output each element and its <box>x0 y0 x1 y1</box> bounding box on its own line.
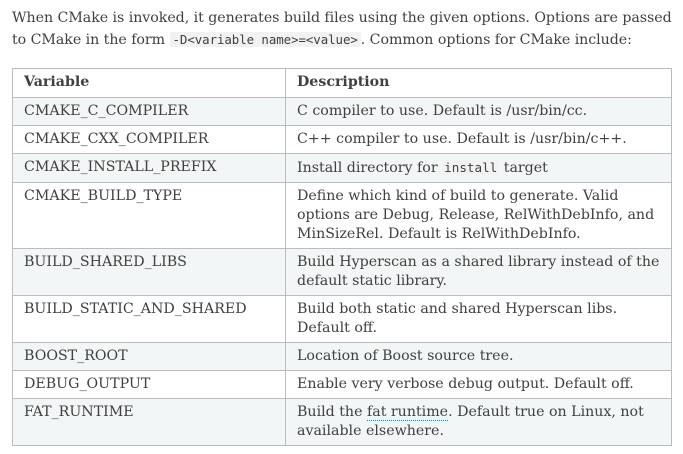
table-row: CMAKE_CXX_COMPILER C++ compiler to use. … <box>12 125 672 154</box>
row-variable: DEBUG_OUTPUT <box>12 370 286 399</box>
header-variable: Variable <box>12 68 286 98</box>
row-variable: BOOST_ROOT <box>12 342 286 371</box>
row-variable: CMAKE_C_COMPILER <box>12 97 286 126</box>
install-target-code: install <box>442 160 500 175</box>
row-variable: CMAKE_CXX_COMPILER <box>12 125 286 154</box>
table-row: FAT_RUNTIME Build the fat runtime. Defau… <box>12 398 672 446</box>
row-description-text-end: target <box>499 160 548 176</box>
row-description: Build Hyperscan as a shared library inst… <box>285 248 672 296</box>
row-description: Define which kind of build to generate. … <box>285 182 672 249</box>
row-variable: CMAKE_BUILD_TYPE <box>12 182 286 249</box>
row-variable: CMAKE_INSTALL_PREFIX <box>12 153 286 183</box>
table-row: BUILD_SHARED_LIBS Build Hyperscan as a s… <box>12 248 672 296</box>
row-variable: FAT_RUNTIME <box>12 398 286 446</box>
intro-text-end: . Common options for CMake include: <box>360 32 632 48</box>
row-description-text: Install directory for <box>297 160 443 176</box>
row-description: Install directory for install target <box>285 153 672 183</box>
row-description: Build the fat runtime. Default true on L… <box>285 398 672 446</box>
table-row: CMAKE_INSTALL_PREFIX Install directory f… <box>12 153 672 183</box>
cmake-options-table: Variable Description CMAKE_C_COMPILER C … <box>12 68 672 446</box>
intro-text-start: When CMake is invoked, it generates buil… <box>12 10 672 48</box>
table-row: BUILD_STATIC_AND_SHARED Build both stati… <box>12 295 672 343</box>
table-row: CMAKE_BUILD_TYPE Define which kind of bu… <box>12 182 672 249</box>
row-description-text: Build the <box>297 404 367 420</box>
table-header-row: Variable Description <box>12 68 672 98</box>
row-description: Enable very verbose debug output. Defaul… <box>285 370 672 399</box>
fat-runtime-link[interactable]: fat runtime <box>366 404 449 421</box>
row-description: Location of Boost source tree. <box>285 342 672 371</box>
intro-paragraph: When CMake is invoked, it generates buil… <box>12 7 673 51</box>
header-description: Description <box>285 68 672 98</box>
row-description-text-end: . Default true on Linux, not available e… <box>297 404 644 439</box>
cmake-option-syntax-code: -D<variable name>=<value> <box>169 32 361 47</box>
row-variable: BUILD_SHARED_LIBS <box>12 248 286 296</box>
row-variable: BUILD_STATIC_AND_SHARED <box>12 295 286 343</box>
row-description: C++ compiler to use. Default is /usr/bin… <box>285 125 672 154</box>
table-row: BOOST_ROOT Location of Boost source tree… <box>12 342 672 371</box>
row-description: Build both static and shared Hyperscan l… <box>285 295 672 343</box>
table-row: DEBUG_OUTPUT Enable very verbose debug o… <box>12 370 672 399</box>
table-row: CMAKE_C_COMPILER C compiler to use. Defa… <box>12 97 672 126</box>
row-description: C compiler to use. Default is /usr/bin/c… <box>285 97 672 126</box>
